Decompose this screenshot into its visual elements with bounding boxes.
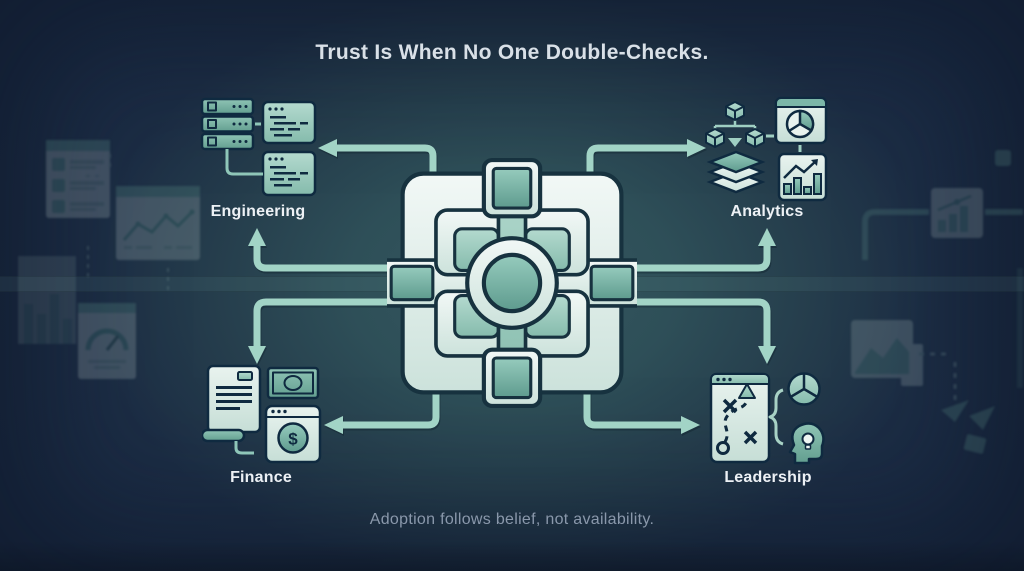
strategy-board-icon: [709, 372, 771, 464]
emblem-right-block: [589, 264, 635, 302]
arrow-to-analytics-icon: [586, 144, 688, 205]
ghost-vertical-line: [1017, 268, 1023, 388]
background-ghost-dashboards-left: [18, 140, 200, 379]
ghost-dashed-connector: [919, 352, 957, 400]
emblem-core-circle: [481, 252, 543, 314]
banknote-icon: [266, 366, 320, 400]
server-stack-icon: [200, 97, 255, 151]
footer-caption: Adoption follows belief, not availabilit…: [369, 511, 655, 528]
head-lightbulb-icon: [788, 422, 825, 465]
layer-stack-icon: [706, 150, 766, 194]
page-title: Trust Is When No One Double-Checks.: [315, 41, 709, 64]
ghost-checklist-card: [46, 140, 110, 218]
arrowhead-down-left-icon: [248, 346, 266, 364]
ghost-elbow-connector: [862, 209, 1023, 260]
dollar-sign-glyph: $: [288, 430, 298, 449]
analytics-icon: [705, 96, 828, 202]
emblem-top-tab: [481, 158, 543, 219]
dollar-window-icon: $: [264, 404, 322, 464]
bar-chart-card-icon: [777, 152, 828, 202]
leadership-icon: [709, 372, 825, 465]
arrow-to-analytics-label: [594, 245, 771, 272]
arrow-to-engineering-label: [253, 245, 430, 272]
finance-icon: $: [202, 364, 322, 464]
engineering-label: Engineering: [210, 203, 306, 220]
curly-brace-icon: [768, 388, 784, 446]
finance-label: Finance: [230, 469, 292, 486]
engineering-icon: [200, 97, 317, 197]
arrowhead-up-right-icon: [758, 228, 776, 246]
emblem-bottom-tab: [481, 347, 543, 408]
background-ghost-flowchart-right: [851, 150, 1023, 454]
ghost-paper-planes: [941, 400, 995, 454]
pie-insight-icon: [787, 372, 821, 406]
ghost-bar-chart: [18, 256, 76, 344]
emblem-left-block: [389, 264, 435, 302]
code-window-icon: [261, 100, 317, 145]
ghost-bar-chart-card: [931, 188, 983, 238]
bottom-vignette: [0, 541, 1024, 571]
central-hub-emblem-icon: [387, 158, 637, 408]
arrow-to-leadership-icon-side: [583, 330, 682, 429]
arrowhead-right-bottom-icon: [681, 416, 700, 434]
arrowhead-up-left-icon: [248, 228, 266, 246]
cube-hierarchy-icon: [705, 101, 765, 148]
arrowhead-right-icon: [687, 139, 706, 157]
icon-connector-line: [234, 441, 254, 455]
arrowhead-down-right-icon: [758, 346, 776, 364]
ghost-dashed-connectors: [86, 154, 169, 290]
ghost-small-node: [995, 150, 1011, 166]
arrowhead-left-icon: [318, 139, 337, 157]
icon-connector-line: [225, 122, 263, 176]
arrow-to-finance-icon-top: [253, 298, 430, 347]
code-window-icon: [261, 150, 317, 197]
pie-chart-card-icon: [774, 96, 828, 145]
ledger-document-icon: [202, 364, 262, 443]
icon-connector-line: [766, 134, 802, 152]
analytics-label: Analytics: [730, 203, 804, 220]
ghost-gauge-card: [78, 303, 136, 379]
arrow-to-finance-icon-side: [343, 330, 440, 429]
arrow-to-engineering-icon: [336, 144, 437, 205]
arrow-to-leadership-icon-top: [594, 298, 771, 347]
arrowhead-left-bottom-icon: [324, 416, 343, 434]
ghost-area-chart-card: [851, 320, 923, 386]
leadership-label: Leadership: [724, 469, 812, 486]
ghost-line-chart-card: [116, 186, 200, 260]
